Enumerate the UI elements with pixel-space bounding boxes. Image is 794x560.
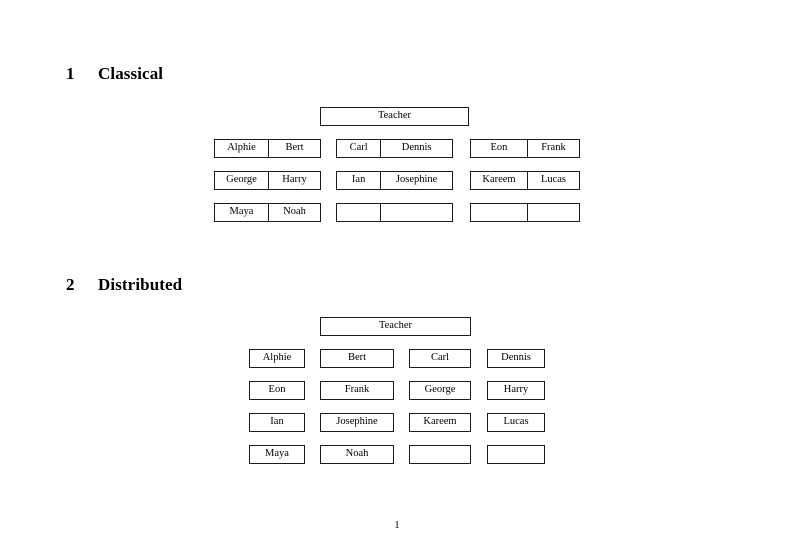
pair-row: Eon Frank (470, 139, 580, 158)
pair-row: Maya Noah (214, 203, 321, 222)
name-cell: George (226, 174, 257, 186)
section-heading-distributed: 2 Distributed (66, 275, 182, 295)
name-box: George (409, 381, 471, 400)
teacher-box-classical: Teacher (320, 107, 469, 126)
name-cell: Kareem (482, 174, 516, 186)
name-box: Noah (320, 445, 394, 464)
pair-row: Alphie Bert (214, 139, 321, 158)
name-cell: Alphie (227, 142, 256, 154)
pair-row (336, 203, 453, 222)
teacher-box-distributed: Teacher (320, 317, 471, 336)
name-box: Ian (249, 413, 305, 432)
page-number: 1 (394, 520, 400, 531)
name-box: Eon (249, 381, 305, 400)
name-box: Bert (320, 349, 394, 368)
section-heading-classical: 1 Classical (66, 64, 163, 84)
name-box: Kareem (409, 413, 471, 432)
name-cell: Noah (267, 204, 320, 221)
pair-row: Carl Dennis (336, 139, 453, 158)
name-cell: Josephine (380, 172, 452, 189)
pair-row: Ian Josephine (336, 171, 453, 190)
name-cell: Frank (526, 140, 579, 157)
name-cell: Lucas (526, 172, 579, 189)
name-box: Harry (487, 381, 545, 400)
section-number: 1 (66, 64, 75, 83)
name-box: Frank (320, 381, 394, 400)
name-cell: Carl (349, 142, 368, 154)
name-cell: Eon (490, 142, 508, 154)
name-cell: Bert (267, 140, 320, 157)
pair-row: George Harry (214, 171, 321, 190)
section-title: Distributed (98, 275, 183, 294)
empty-cell (337, 204, 380, 221)
empty-box (409, 445, 471, 464)
empty-box (487, 445, 545, 464)
name-box: Alphie (249, 349, 305, 368)
name-box: Carl (409, 349, 471, 368)
name-cell: Ian (351, 174, 366, 186)
section-number: 2 (66, 275, 75, 294)
name-cell: Dennis (380, 140, 452, 157)
name-box: Lucas (487, 413, 545, 432)
name-box: Josephine (320, 413, 394, 432)
name-cell: Maya (229, 206, 254, 218)
name-box: Dennis (487, 349, 545, 368)
empty-cell (380, 204, 452, 221)
pair-row (470, 203, 580, 222)
name-cell: Harry (267, 172, 320, 189)
name-box: Maya (249, 445, 305, 464)
section-title: Classical (98, 64, 164, 83)
empty-cell (471, 204, 527, 221)
pair-row: Kareem Lucas (470, 171, 580, 190)
empty-cell (526, 204, 579, 221)
